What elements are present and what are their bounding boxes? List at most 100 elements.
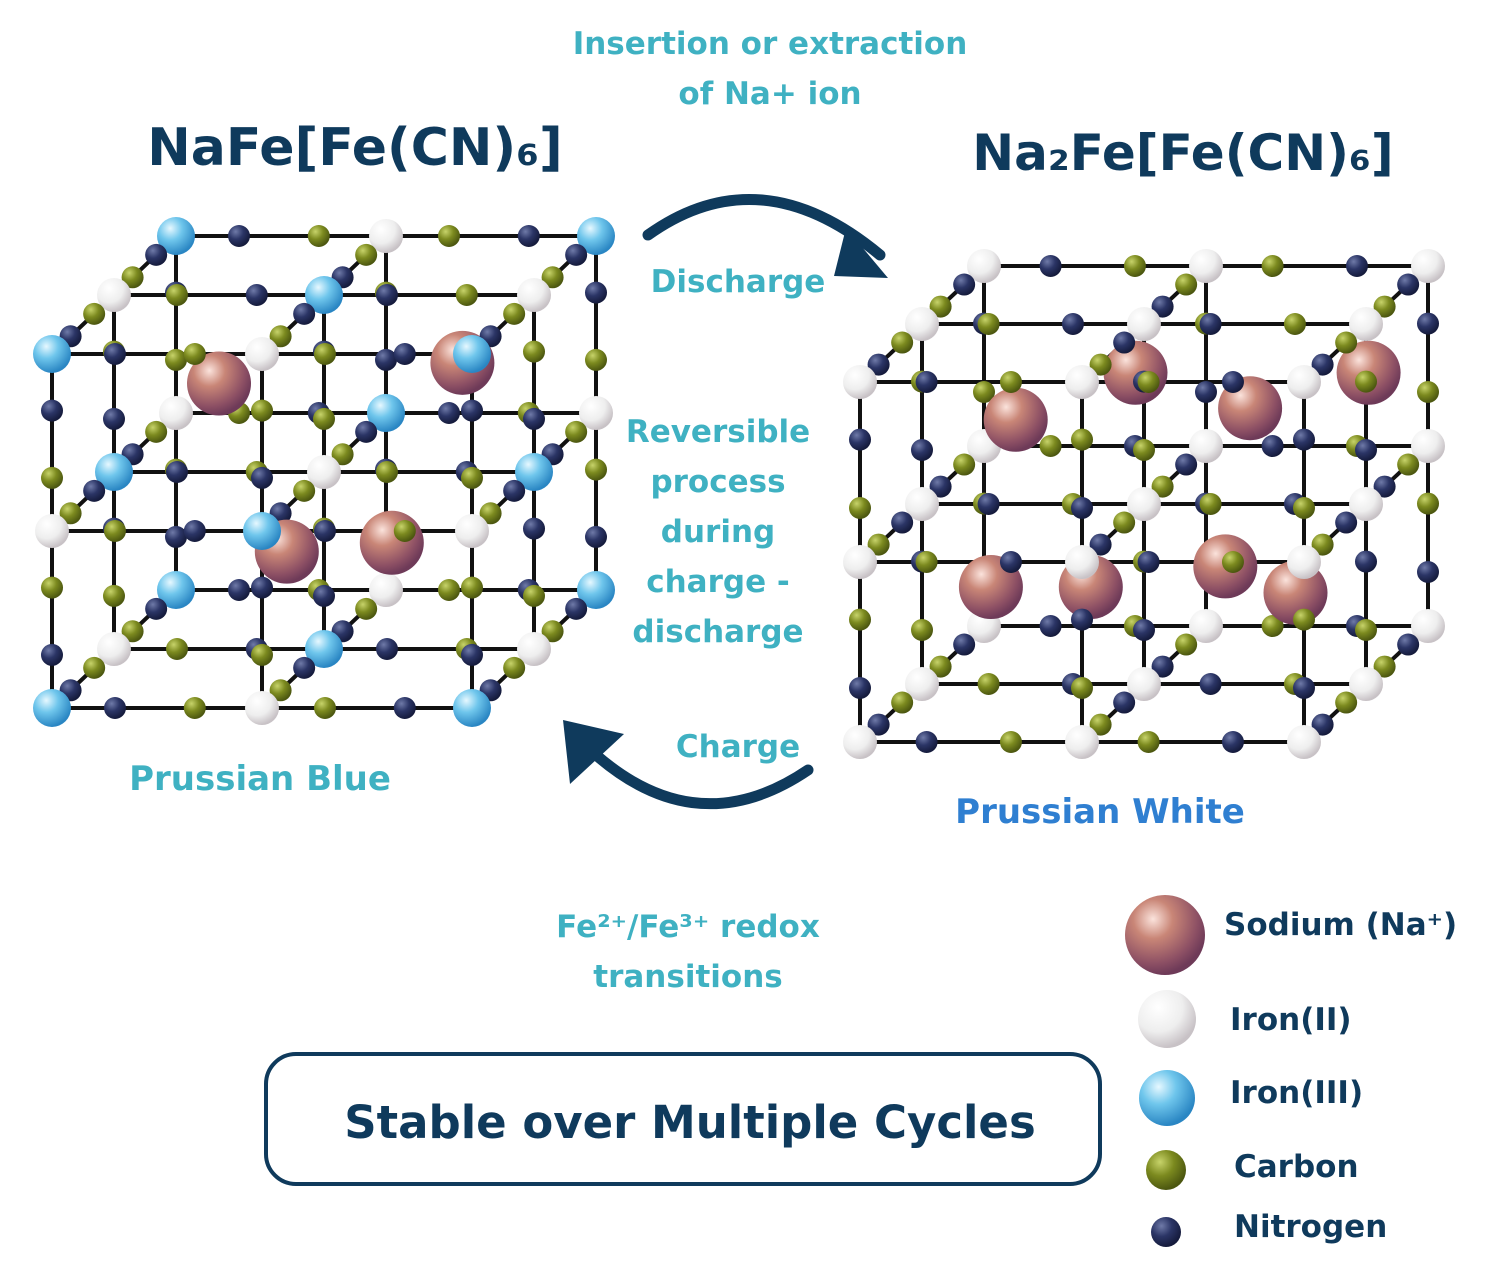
sodium-atom bbox=[359, 510, 424, 575]
iron3-atom bbox=[515, 453, 553, 491]
nitrogen-atom bbox=[145, 243, 168, 266]
carbon-atom bbox=[585, 458, 607, 481]
sodium-legend-icon bbox=[1125, 895, 1205, 975]
carbon-atom bbox=[541, 266, 564, 289]
nitrogen-atom bbox=[585, 281, 607, 304]
legend-iron3-label: Iron(III) bbox=[1230, 1075, 1363, 1111]
carbon-atom bbox=[1089, 353, 1112, 376]
carbon-atom bbox=[121, 266, 144, 289]
nitrogen-atom bbox=[953, 273, 976, 296]
iron2-atom bbox=[245, 691, 279, 725]
carbon-atom bbox=[891, 691, 914, 714]
iron2-atom bbox=[967, 249, 1001, 283]
nitrogen-atom bbox=[1397, 633, 1420, 656]
carbon-atom bbox=[523, 340, 545, 363]
nitrogen-atom bbox=[251, 576, 273, 599]
carbon-atom bbox=[1151, 475, 1174, 498]
carbon-atom bbox=[461, 466, 483, 489]
nitrogen-atom bbox=[1293, 677, 1315, 699]
carbon-atom bbox=[393, 520, 416, 542]
iron2-atom bbox=[843, 545, 877, 579]
carbon-atom bbox=[1417, 381, 1439, 403]
carbon-atom bbox=[59, 502, 82, 525]
nitrogen-atom bbox=[393, 343, 416, 365]
iron2-atom bbox=[97, 278, 131, 312]
carbon-atom bbox=[1071, 677, 1093, 699]
nitrogen-atom bbox=[376, 638, 398, 660]
insertion-text-line1: Insertion or extraction bbox=[573, 26, 968, 62]
iron2-atom bbox=[1189, 429, 1223, 463]
carbon-atom bbox=[461, 576, 483, 599]
nitrogen-atom bbox=[1417, 561, 1439, 583]
carbon-atom bbox=[103, 584, 125, 607]
nitrogen-atom bbox=[953, 633, 976, 656]
carbon-atom bbox=[355, 597, 378, 620]
prussian-blue-lattice bbox=[33, 217, 615, 727]
atom-network bbox=[843, 249, 1445, 759]
nitrogen-atom bbox=[1199, 313, 1222, 335]
carbon-atom bbox=[1311, 533, 1334, 556]
carbon-atom bbox=[355, 243, 378, 266]
carbon-atom bbox=[849, 608, 871, 631]
carbon-atom bbox=[41, 466, 63, 489]
prussian-blue-formula: NaFe[Fe(CN)₆] bbox=[147, 118, 563, 178]
carbon-atom bbox=[104, 520, 126, 542]
nitrogen-atom bbox=[1151, 655, 1174, 678]
nitrogen-atom bbox=[565, 243, 588, 266]
carbon-atom bbox=[314, 343, 336, 365]
carbon-atom bbox=[313, 407, 335, 430]
carbon-atom bbox=[1039, 435, 1062, 457]
carbon-atom bbox=[165, 348, 187, 371]
iron3-atom bbox=[305, 276, 343, 314]
carbon-atom bbox=[849, 497, 871, 519]
iron3-atom bbox=[157, 217, 195, 255]
carbon-atom bbox=[1123, 255, 1146, 277]
iron3-atom bbox=[157, 571, 195, 609]
nitrogen-atom bbox=[1355, 550, 1377, 573]
iron2-atom bbox=[905, 307, 939, 341]
legend-carbon-label: Carbon bbox=[1234, 1149, 1359, 1185]
redox-line2: transitions bbox=[593, 959, 782, 995]
nitrogen-atom bbox=[1397, 273, 1420, 296]
carbon-atom bbox=[1175, 633, 1198, 656]
iron2-atom bbox=[369, 219, 403, 253]
iron2-atom bbox=[1127, 487, 1161, 521]
carbon-atom bbox=[1261, 255, 1284, 277]
iron2-atom bbox=[1349, 307, 1383, 341]
carbon-atom bbox=[585, 348, 607, 371]
redox-line1: Fe²⁺/Fe³⁺ redox bbox=[556, 909, 820, 945]
nitrogen-atom bbox=[1071, 497, 1093, 519]
nitrogen-atom bbox=[585, 525, 607, 548]
iron2-atom bbox=[905, 667, 939, 701]
iron2-atom bbox=[1189, 249, 1223, 283]
nitrogen-atom bbox=[1335, 511, 1358, 534]
nitrogen-atom bbox=[393, 697, 416, 719]
carbon-atom bbox=[1293, 608, 1315, 631]
atom-network bbox=[33, 217, 615, 727]
iron2-atom bbox=[1349, 667, 1383, 701]
nitrogen-atom bbox=[104, 697, 126, 719]
reversible-line1: Reversible bbox=[626, 414, 810, 450]
nitrogen-atom bbox=[375, 348, 397, 371]
prussian-white-formula: Na₂Fe[Fe(CN)₆] bbox=[972, 124, 1393, 182]
carbon-atom bbox=[183, 343, 206, 365]
iron3-atom bbox=[577, 571, 615, 609]
nitrogen-atom bbox=[438, 402, 460, 424]
nitrogen-atom bbox=[1311, 353, 1334, 376]
nitrogen-atom bbox=[1061, 313, 1084, 335]
iron2-atom bbox=[1411, 609, 1445, 643]
carbon-atom bbox=[1355, 619, 1377, 641]
carbon-atom bbox=[1355, 370, 1377, 393]
iron2-atom bbox=[1287, 545, 1321, 579]
carbon-atom bbox=[973, 381, 995, 403]
reversible-line2: process bbox=[650, 464, 785, 500]
nitrogen-atom bbox=[314, 520, 336, 542]
iron2-atom bbox=[1411, 429, 1445, 463]
iron3-legend-icon bbox=[1139, 1070, 1195, 1126]
nitrogen-atom bbox=[929, 475, 952, 498]
iron2-atom bbox=[1065, 365, 1099, 399]
nitrogen-atom bbox=[891, 511, 914, 534]
carbon-atom bbox=[183, 697, 206, 719]
iron2-atom bbox=[369, 573, 403, 607]
iron2-atom bbox=[1127, 667, 1161, 701]
